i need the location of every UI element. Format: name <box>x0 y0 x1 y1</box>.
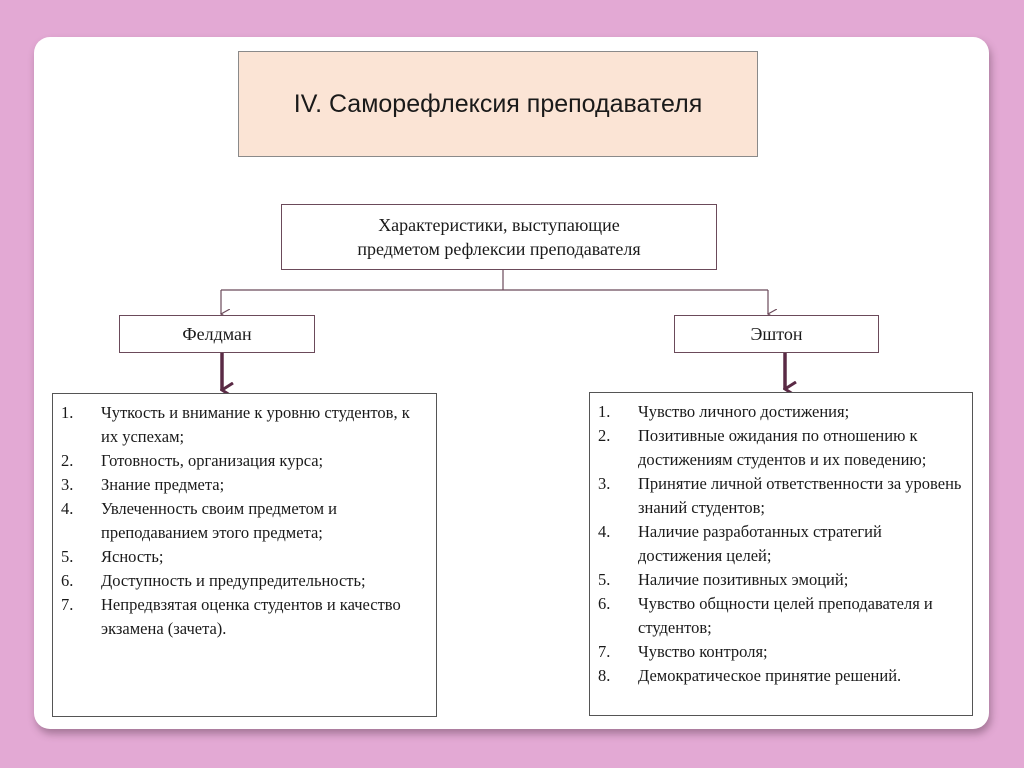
list-item-text: Увлеченность своим предметом и преподава… <box>101 499 337 542</box>
list-item: 7. Непредвзятая оценка студентов и качес… <box>61 593 428 641</box>
list-item: 5. Ясность; <box>61 545 428 569</box>
list-item-number: 3. <box>598 474 611 493</box>
list-item: 4. Наличие разработанных стратегий дости… <box>598 520 964 568</box>
root-node-line1: Характеристики, выступающие <box>378 215 620 235</box>
list-item-number: 2. <box>598 426 611 445</box>
author-ashton: Эштон <box>674 315 879 353</box>
list-item-number: 2. <box>61 451 74 470</box>
list-item: 3. Принятие личной ответственности за ур… <box>598 472 964 520</box>
list-item: 4. Увлеченность своим предметом и препод… <box>61 497 428 545</box>
list-item-text: Доступность и предупредительность; <box>101 571 366 590</box>
author-ashton-label: Эштон <box>750 323 803 344</box>
slide-title: IV. Саморефлексия преподавателя <box>238 51 758 157</box>
list-item: 3. Знание предмета; <box>61 473 428 497</box>
list-item-text: Принятие личной ответственности за урове… <box>638 474 962 517</box>
list-item-text: Чувство общности целей преподавателя и с… <box>638 594 933 637</box>
list-item: 1. Чуткость и внимание к уровню студентов… <box>61 401 428 449</box>
list-item: 8. Демократическое принятие решений. <box>598 664 964 688</box>
list-item-text: Наличие разработанных стратегий достижен… <box>638 522 882 565</box>
list-item-text: Чувство контроля; <box>638 642 768 661</box>
list-item-number: 7. <box>598 642 611 661</box>
slide-title-text: IV. Саморефлексия преподавателя <box>293 89 703 118</box>
list-item: 7. Чувство контроля; <box>598 640 964 664</box>
list-item-text: Непредвзятая оценка студентов и качество… <box>101 595 401 638</box>
list-item-number: 1. <box>598 402 611 421</box>
list-item-text: Готовность, организация курса; <box>101 451 324 470</box>
feldman-list: 1. Чуткость и внимание к уровню студентов… <box>52 393 437 717</box>
list-item-number: 3. <box>61 475 74 494</box>
list-item-number: 6. <box>598 594 611 613</box>
list-item-text: Чувство личного достижения; <box>638 402 850 421</box>
list-item: 2. Позитивные ожидания по отношению к до… <box>598 424 964 472</box>
list-item-text: Знание предмета; <box>101 475 225 494</box>
author-feldman: Фелдман <box>119 315 315 353</box>
list-item-number: 8. <box>598 666 611 685</box>
list-item: 6. Доступность и предупредительность; <box>61 569 428 593</box>
list-item-text: Ясность; <box>101 547 164 566</box>
list-item-text: Позитивные ожидания по отношению к дости… <box>638 426 927 469</box>
root-node-text: Характеристики, выступающие предметом ре… <box>357 213 640 261</box>
list-item: 1. Чувство личного достижения; <box>598 400 964 424</box>
list-item-number: 5. <box>61 547 74 566</box>
list-item-number: 6. <box>61 571 74 590</box>
list-item-text: Демократическое принятие решений. <box>638 666 902 685</box>
author-feldman-label: Фелдман <box>182 323 252 344</box>
list-item-number: 1. <box>61 403 74 422</box>
list-item-number: 5. <box>598 570 611 589</box>
list-item: 6. Чувство общности целей преподавателя … <box>598 592 964 640</box>
list-item-text: Наличие позитивных эмоций; <box>638 570 849 589</box>
list-item-text: Чуткость и внимание к уровню студентов, … <box>101 403 410 446</box>
root-node: Характеристики, выступающие предметом ре… <box>281 204 717 270</box>
list-item-number: 7. <box>61 595 74 614</box>
list-item: 5. Наличие позитивных эмоций; <box>598 568 964 592</box>
root-node-line2: предметом рефлексии преподавателя <box>357 239 641 259</box>
list-item-number: 4. <box>61 499 74 518</box>
ashton-list: 1. Чувство личного достижения; 2. Позитив… <box>589 392 973 716</box>
list-item-number: 4. <box>598 522 611 541</box>
list-item: 2. Готовность, организация курса; <box>61 449 428 473</box>
